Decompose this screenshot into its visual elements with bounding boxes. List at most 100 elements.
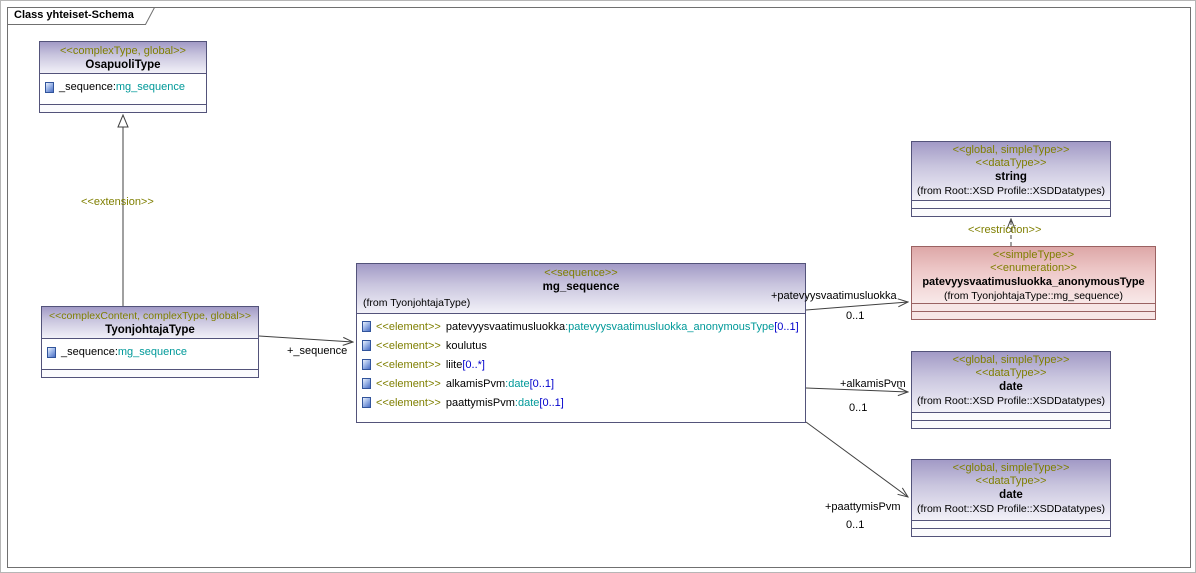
element-multiplicity: [0..1] [774, 320, 799, 333]
attributes-compartment [912, 520, 1110, 528]
attribute-name: _sequence: [61, 346, 118, 358]
sequence-role-label: +_sequence [287, 345, 348, 357]
operations-compartment [40, 104, 206, 112]
element-row[interactable]: <<element>> paattymisPvm:date[0..1] [357, 393, 805, 412]
class-header: <<global, simpleType>> <<dataType>> date… [912, 460, 1110, 520]
element-stereotype: <<element>> [376, 358, 441, 371]
class-name: string [995, 171, 1027, 183]
element-name: liite [445, 358, 463, 371]
class-header: <<sequence>> mg_sequence (from Tyonjohta… [357, 264, 805, 313]
stereotype-label: <<global, simpleType>> [952, 144, 1070, 156]
from-label: (from Root::XSD Profile::XSDDatatypes) [917, 503, 1105, 515]
stereotype-label: <<simpleType>> [992, 249, 1075, 261]
element-icon [362, 359, 371, 370]
attribute-row[interactable]: _sequence:mg_sequence [42, 339, 258, 358]
patevyysvaatimusluokka-role-label: +patevyysvaatimusluokka [771, 290, 897, 302]
class-box-date-paattymis[interactable]: <<global, simpleType>> <<dataType>> date… [911, 459, 1111, 537]
class-name: date [999, 381, 1023, 393]
element-stereotype: <<element>> [376, 396, 441, 409]
stereotype-label: <<complexType, global>> [60, 45, 186, 57]
operations-compartment [912, 208, 1110, 216]
class-name: patevyysvaatimusluokka_anonymousType [922, 276, 1145, 288]
element-type: :date [514, 396, 540, 409]
diagram-title: Class yhteiset-Schema [14, 9, 134, 21]
class-name: mg_sequence [542, 281, 620, 293]
element-name: paattymisPvm [445, 396, 515, 409]
class-name: date [999, 489, 1023, 501]
class-header: <<complexContent, complexType, global>> … [42, 307, 258, 338]
attribute-type: mg_sequence [117, 346, 187, 358]
operations-compartment [912, 420, 1110, 428]
paattymispvm-association[interactable] [805, 421, 908, 497]
attributes-compartment [912, 412, 1110, 420]
attributes-compartment [912, 200, 1110, 208]
element-name: patevyysvaatimusluokka [445, 320, 566, 333]
diagram-frame-tab [7, 7, 156, 25]
element-multiplicity: [0..*] [462, 358, 485, 371]
class-header: <<global, simpleType>> <<dataType>> stri… [912, 142, 1110, 200]
stereotype-label: <<complexContent, complexType, global>> [49, 310, 251, 322]
restriction-label: <<restriction>> [968, 224, 1042, 236]
class-name: OsapuoliType [85, 59, 161, 71]
class-box-string[interactable]: <<global, simpleType>> <<dataType>> stri… [911, 141, 1111, 217]
attribute-icon [47, 346, 56, 358]
from-label: (from TyonjohtajaType) [363, 297, 471, 309]
element-type: :patevyysvaatimusluokka_anonymousType [565, 320, 775, 333]
patevyysvaatimusluokka-multiplicity: 0..1 [846, 310, 865, 322]
elements-compartment: <<element>> patevyysvaatimusluokka:patev… [357, 313, 805, 422]
attribute-icon [45, 81, 54, 93]
stereotype-label: <<global, simpleType>> [952, 462, 1070, 474]
attribute-name: _sequence: [59, 81, 116, 93]
stereotype-label: <<global, simpleType>> [952, 354, 1070, 366]
stereotype-label: <<dataType>> [975, 367, 1047, 379]
attributes-compartment [912, 303, 1155, 311]
patevyysvaatimusluokka-association[interactable] [805, 302, 908, 311]
attribute-row[interactable]: _sequence:mg_sequence [40, 74, 206, 93]
element-icon [362, 340, 371, 351]
element-icon [362, 321, 371, 332]
class-name: TyonjohtajaType [105, 324, 195, 336]
alkamispvm-multiplicity: 0..1 [849, 402, 868, 414]
stereotype-label: <<dataType>> [975, 157, 1047, 169]
attribute-type: mg_sequence [115, 81, 185, 93]
operations-compartment [912, 311, 1155, 319]
element-stereotype: <<element>> [376, 339, 441, 352]
stereotype-label: <<sequence>> [544, 267, 618, 279]
element-icon [362, 397, 371, 408]
element-stereotype: <<element>> [376, 320, 441, 333]
paattymispvm-multiplicity: 0..1 [846, 519, 865, 531]
extension-label: <<extension>> [81, 196, 154, 208]
from-label: (from TyonjohtajaType::mg_sequence) [944, 290, 1123, 302]
paattymispvm-role-label: +paattymisPvm [825, 501, 901, 513]
attributes-compartment: _sequence:mg_sequence [40, 73, 206, 104]
class-box-patevyysvaatimusluokka-anonymoustype[interactable]: <<simpleType>> <<enumeration>> patevyysv… [911, 246, 1156, 320]
element-multiplicity: [0..1] [529, 377, 555, 390]
element-name: alkamisPvm [445, 377, 506, 390]
diagram-frame-border [7, 7, 1191, 568]
alkamispvm-role-label: +alkamisPvm [840, 378, 906, 390]
element-row[interactable]: <<element>> alkamisPvm:date[0..1] [357, 374, 805, 393]
element-icon [362, 378, 371, 389]
element-row[interactable]: <<element>> patevyysvaatimusluokka:patev… [357, 317, 805, 336]
class-header: <<complexType, global>> OsapuoliType [40, 42, 206, 73]
element-row[interactable]: <<element>> liite[0..*] [357, 355, 805, 374]
class-box-mg-sequence[interactable]: <<sequence>> mg_sequence (from Tyonjohta… [356, 263, 806, 423]
from-label: (from Root::XSD Profile::XSDDatatypes) [917, 395, 1105, 407]
class-box-osapuolitype[interactable]: <<complexType, global>> OsapuoliType _se… [39, 41, 207, 113]
class-header: <<global, simpleType>> <<dataType>> date… [912, 352, 1110, 412]
element-multiplicity: [0..1] [539, 396, 564, 409]
operations-compartment [912, 528, 1110, 536]
element-type: :date [505, 377, 530, 390]
class-box-date-alkamis[interactable]: <<global, simpleType>> <<dataType>> date… [911, 351, 1111, 429]
stereotype-label: <<dataType>> [975, 475, 1047, 487]
from-label: (from Root::XSD Profile::XSDDatatypes) [917, 185, 1105, 197]
stereotype-label: <<enumeration>> [990, 262, 1077, 274]
element-row[interactable]: <<element>> koulutus [357, 336, 805, 355]
element-stereotype: <<element>> [376, 377, 441, 390]
sequence-association[interactable] [258, 335, 353, 342]
attributes-compartment: _sequence:mg_sequence [42, 338, 258, 369]
class-box-tyonjohtajatype[interactable]: <<complexContent, complexType, global>> … [41, 306, 259, 378]
alkamispvm-association[interactable] [805, 388, 908, 392]
